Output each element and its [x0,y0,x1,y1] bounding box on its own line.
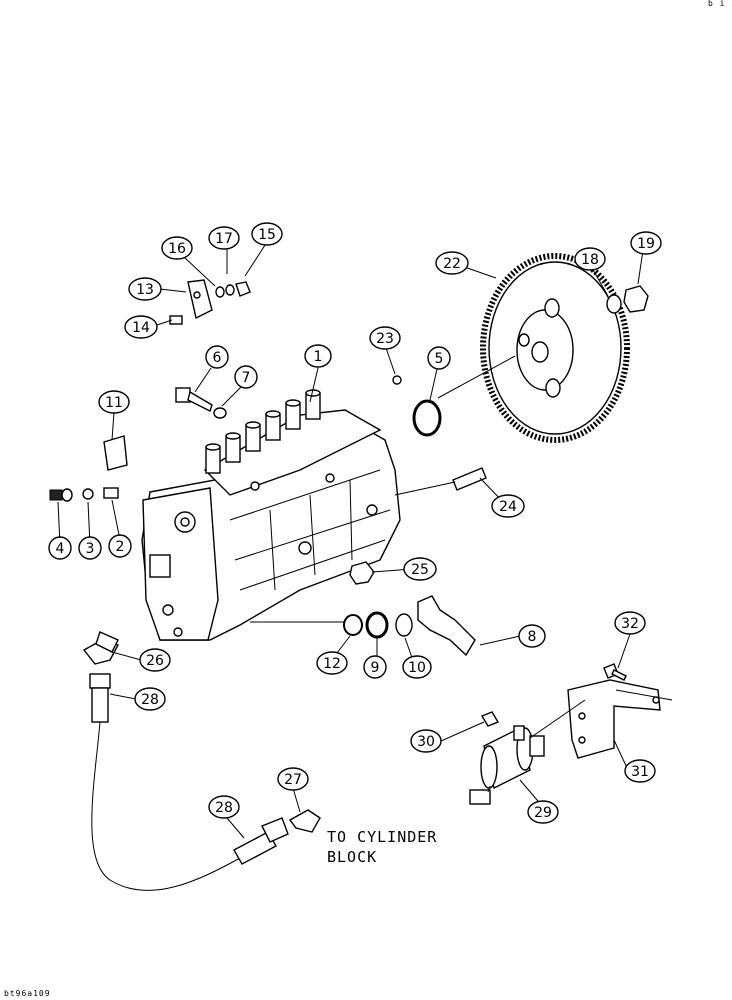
callout-23: 23 [369,326,401,350]
svg-text:28: 28 [141,692,159,708]
gasket [103,435,128,471]
callout-16: 16 [161,236,193,260]
callout-15: 15 [251,222,283,246]
svg-text:2: 2 [116,539,125,555]
callout-32: 32 [614,611,646,635]
nut-19 [623,285,649,313]
callout-13: 13 [128,277,162,301]
svg-text:1: 1 [314,349,323,365]
callout-18: 18 [574,247,606,271]
svg-text:5: 5 [435,351,444,367]
callout-31: 31 [624,759,656,783]
callout-26: 26 [139,648,171,672]
drive-gear [480,253,630,443]
svg-text:23: 23 [376,331,394,347]
delivery-valves [205,389,321,474]
callout-29: 29 [527,800,559,824]
svg-text:18: 18 [581,252,599,268]
callout-14: 14 [124,315,158,339]
bolt-and-washer [175,387,227,419]
callout-22: 22 [435,251,469,275]
svg-text:15: 15 [258,227,276,243]
svg-text:4: 4 [56,541,65,557]
callout-1: 1 [304,344,332,368]
stud [452,467,487,491]
svg-text:3: 3 [86,541,95,557]
svg-text:19: 19 [637,236,655,252]
callout-6: 6 [205,345,229,369]
svg-text:22: 22 [443,256,461,272]
svg-text:8: 8 [528,629,537,645]
callouts: 1 2 3 4 5 6 7 8 9 10 11 12 13 14 15 16 1… [48,222,662,824]
svg-text:26: 26 [146,653,164,669]
elbow-27 [288,809,321,833]
callout-9: 9 [363,655,387,679]
svg-text:9: 9 [371,660,380,676]
callout-19: 19 [630,231,662,255]
injection-pump [141,389,401,641]
callout-7: 7 [234,365,258,389]
svg-text:11: 11 [105,395,123,411]
solenoid-bracket [567,679,661,759]
callout-17: 17 [208,226,240,250]
svg-text:13: 13 [136,282,154,298]
svg-text:6: 6 [213,350,222,366]
nut-25 [349,561,375,585]
callout-27: 27 [277,767,309,791]
svg-text:30: 30 [417,734,435,750]
svg-text:27: 27 [284,772,302,788]
svg-text:31: 31 [631,764,649,780]
svg-text:14: 14 [132,320,150,336]
svg-text:25: 25 [411,562,429,578]
throttle-bracket [169,279,251,325]
callout-8: 8 [518,624,546,648]
callout-4: 4 [48,536,72,560]
fuel-shutoff-solenoid [469,725,545,805]
hose-fitting-upper [89,673,111,723]
o-ring-23 [392,375,402,385]
callout-25: 25 [403,557,437,581]
spacer-10 [395,613,413,637]
svg-text:17: 17 [215,231,233,247]
elbow-fitting [82,631,120,665]
svg-text:16: 16 [168,241,186,257]
svg-text:32: 32 [621,616,639,632]
washer-18 [606,294,622,314]
fittings-2-3-4 [49,487,119,502]
callout-3: 3 [78,536,102,560]
svg-text:10: 10 [408,660,426,676]
oil-line [91,721,241,891]
svg-text:29: 29 [534,805,552,821]
callout-30: 30 [410,729,442,753]
svg-text:12: 12 [323,656,341,672]
callout-12: 12 [316,651,348,675]
o-ring-5 [412,399,442,437]
bushing-9 [365,611,389,639]
corner-code: b i l l [708,0,732,8]
lever [417,595,476,657]
callout-24: 24 [491,494,525,518]
bolt-30 [480,711,500,727]
callout-28-upper: 28 [134,687,166,711]
svg-text:28: 28 [215,800,233,816]
callout-5: 5 [427,346,451,370]
callout-2: 2 [108,534,132,558]
hose-fitting-lower [233,817,289,865]
svg-text:7: 7 [242,370,251,386]
callout-28-lower: 28 [208,795,240,819]
callout-11: 11 [98,390,130,414]
callout-10: 10 [402,655,432,679]
figure-code: bt96a109 [4,989,51,998]
svg-text:24: 24 [499,499,517,515]
seal-12 [343,614,363,636]
note-line-2: BLOCK [327,848,377,866]
note-line-1: TO CYLINDER [327,828,437,846]
